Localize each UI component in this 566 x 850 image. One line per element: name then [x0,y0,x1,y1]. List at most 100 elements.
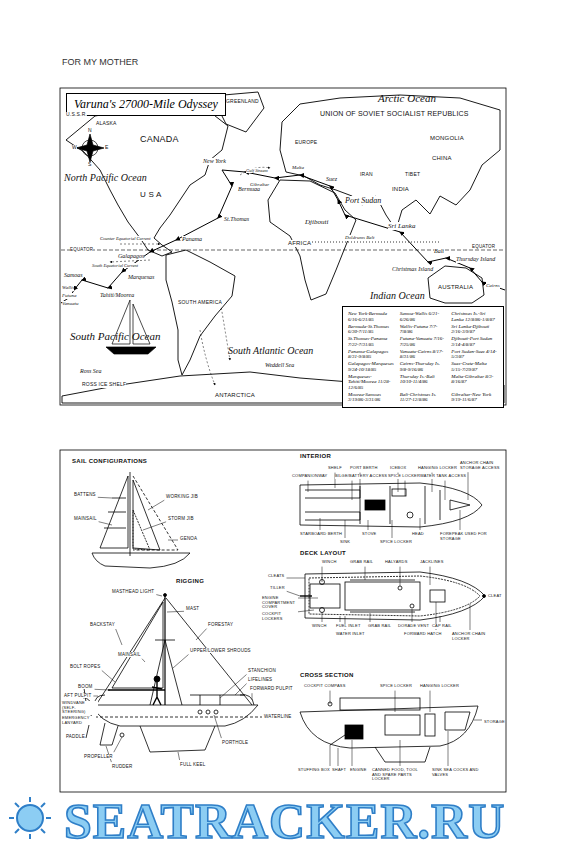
part-label: U S A [140,190,161,199]
part-label: E [105,145,109,151]
part-label: MAINSAIL [118,652,141,657]
place-name: Counter Equatorial Current [100,236,151,241]
part-label: HANGING LOCKER [420,684,459,689]
leg-entry: Djibouti-Port Sudan 3/14-4/8/87 [451,336,498,347]
part-label: PORT BERTH [350,466,378,471]
leader-line [252,693,253,700]
part-label: UPPER/LOWER SHROUDS [190,648,251,653]
part-label: LIFELINES [248,677,272,682]
part-label: WINDVANE (SELF-STEERING) [62,701,98,715]
place-name: Tahiti/Moorea [100,292,134,299]
rigging-plan [120,733,124,737]
part-label: STORAGE [484,720,505,725]
part-label: WINCH [312,624,327,629]
deck-plan [483,595,486,598]
sail-plan [133,510,150,550]
place-name: South Equatorial Current [92,263,138,268]
place-name: Ross Sea [80,368,102,375]
place-name: Sri Lanka [388,222,415,230]
cross-section [375,747,430,762]
leader-line [338,748,339,766]
place-name: Marquesas [128,274,154,281]
leader-line [340,616,341,622]
leg-entry: Gibraltar-New York 9/19-11/6/87 [451,392,498,403]
leader-line [345,520,346,538]
leader-line [330,745,331,766]
watermark-sun [17,805,43,831]
leader-line [93,696,98,697]
place-name: Malta [292,165,304,171]
ocean-current [200,330,215,385]
leader-line [440,616,441,622]
place-name: Wallis [62,285,74,291]
cross-section [385,715,420,735]
part-label: HEAD [412,532,424,537]
part-label: CHINA [432,155,452,162]
part-label: SHELF [328,466,342,471]
part-label: INDIA [392,186,409,193]
leader-line [143,522,166,530]
leader-line [156,595,162,596]
land-outline [428,266,484,303]
part-label: ENGINE COMPARTMENT COVER [262,596,296,610]
cross-section [345,725,363,739]
part-label: U.S.S.R. [66,112,87,118]
place-name: Galapagos [118,253,144,260]
part-label: DORADE VENT [398,624,429,629]
rigging-plan [198,710,202,714]
leader-line [142,659,145,662]
cross-section [300,698,478,762]
part-label: FULL KEEL [180,762,205,767]
part-label: FORWARD HATCH [404,632,442,637]
rigging-plan [84,594,262,753]
part-label: BILGE/BATTERY ACCESS [335,474,387,479]
leader-line [167,611,184,613]
leg-entry: Sri Lanka-Djibouti 2/16-3/9/87 [451,324,498,335]
part-label: BOOM [78,684,93,689]
compass-rose [76,134,104,162]
deck-plan [410,604,414,608]
rigging-plan [92,705,258,726]
rigging-plan [206,710,210,714]
map-title: Varuna's 27000-Mile Odyssey [74,97,218,112]
leg-entry: Samoa-Wallis 6/21-6/26/86 [400,311,447,322]
part-label: BOLT ROPES [70,664,100,669]
part-label: ICEBOX [390,466,406,471]
part-label: PORTHOLE [222,740,248,745]
leader-line [352,481,353,500]
leader-line [330,691,331,704]
place-name: Port Sudan [345,196,381,205]
leader-line [178,752,180,760]
part-label: MAST [186,606,199,611]
panel-frame [60,450,506,792]
rigging-plan [85,717,262,718]
leg-entry: Port Sudan-Suez 4/14-5/3/87 [451,349,498,360]
rigging-plan [140,726,215,752]
panel-frame [60,88,506,792]
place-name: Thursday Island [456,256,495,263]
leader-line [214,715,221,738]
watermark-sun [9,797,51,839]
leader-line [322,612,323,622]
section-heading: DECK LAYOUT [300,550,346,557]
part-label: CAP RAIL [432,624,452,629]
part-label: SPICE LOCKER [388,474,420,479]
part-label: SINK SEA COCKS AND VALVES [432,768,482,777]
leader-line [99,522,112,525]
voyage-route [222,170,505,290]
part-label: GREENLAND [226,99,259,105]
place-name: Djibouti [305,218,328,226]
part-label: GENOA [180,536,197,541]
part-label: ANCHOR CHAIN STORAGE ACCESS [460,461,500,470]
place-name: Gibraltar [250,182,269,188]
interior-plan [365,500,385,510]
sail-plan [92,553,190,568]
part-label: MONGOLIA [430,135,464,142]
leader-line [235,684,247,695]
interior-plan [392,489,406,496]
small-sailboat [106,300,156,354]
cross-section [300,706,478,748]
part-label: CANNED FOOD, TOOL AND SPARE PARTS LOCKER [372,768,422,782]
part-label: WATERLINE [264,714,292,719]
leader-line [420,518,421,530]
